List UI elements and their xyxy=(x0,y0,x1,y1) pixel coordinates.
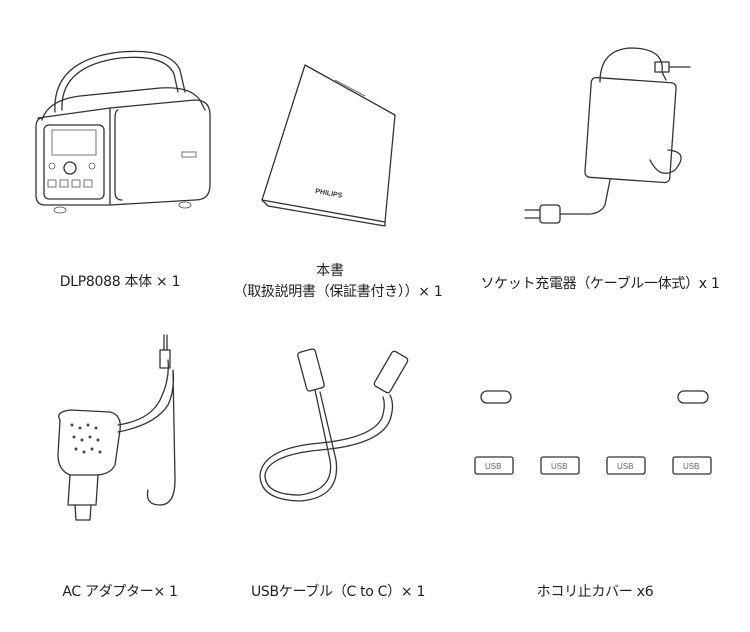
power-station-label: DLP8088 本体 × 1 xyxy=(59,274,181,290)
power-station-illustration xyxy=(35,50,211,214)
car-adapter-illustration xyxy=(57,334,176,521)
cap-text: USB xyxy=(551,462,567,471)
socket-charger-label: ソケット充電器（ケーブル一体式）x 1 xyxy=(480,276,720,292)
socket-charger-illustration xyxy=(524,47,691,224)
cap-text: USB xyxy=(485,462,501,471)
dust-caps-illustration: USB USB USB USB xyxy=(474,390,712,475)
manual-illustration: PHILIPS xyxy=(261,64,396,227)
manual-brand-text: PHILIPS xyxy=(315,188,343,200)
cap-text: USB xyxy=(617,462,633,471)
cap-text: USB xyxy=(683,462,699,471)
dust-caps-label: ホコリ止カバー x6 xyxy=(536,584,654,600)
usb-cable-label: USBケーブル（C to C）× 1 xyxy=(250,584,426,600)
usb-cable-illustration xyxy=(259,348,409,502)
ac-adapter-label: AC アダプター× 1 xyxy=(62,584,178,600)
manual-label-line2: （取扱説明書（保証書付き））× 1 xyxy=(233,284,443,300)
manual-label-line1: 本書 xyxy=(316,263,344,279)
